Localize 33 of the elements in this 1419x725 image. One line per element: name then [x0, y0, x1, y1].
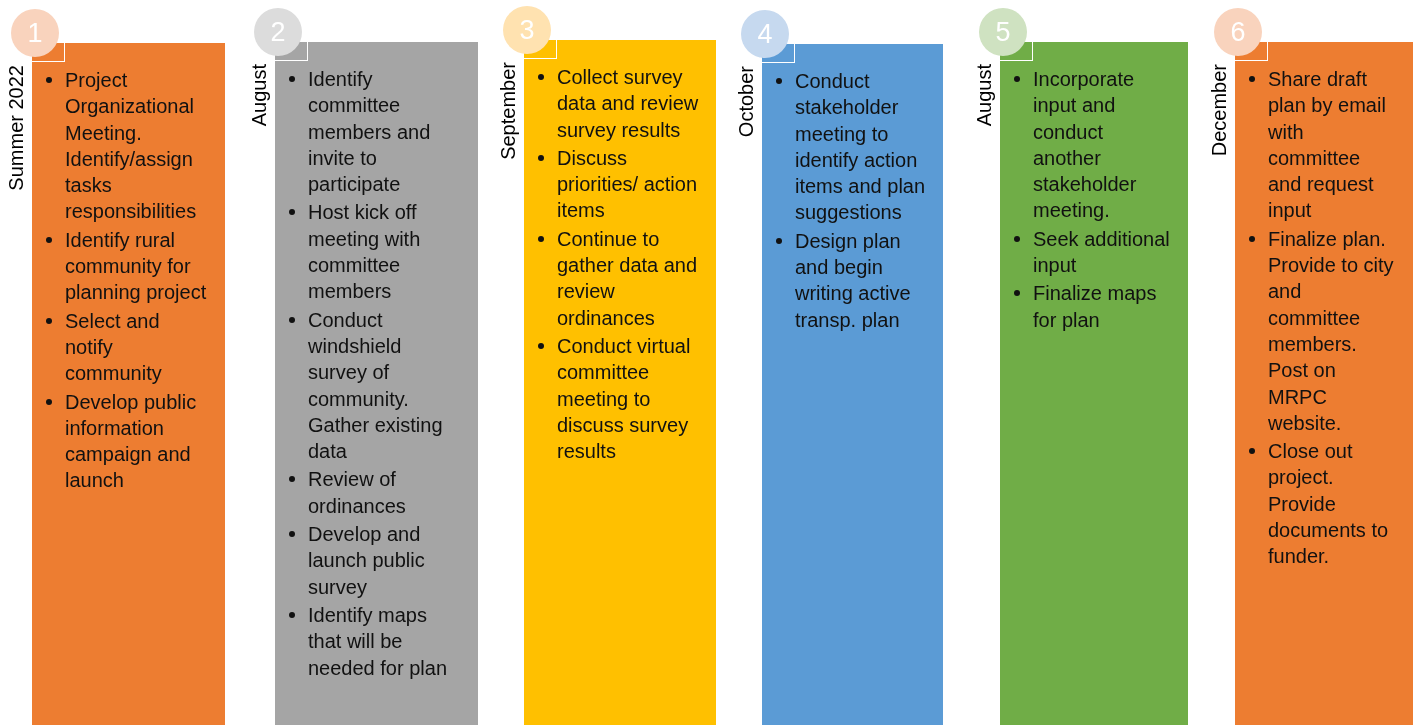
month-label: October [735, 66, 758, 138]
month-label: Summer 2022 [5, 65, 28, 191]
step-number-circle: 3 [503, 6, 551, 54]
bullet-item: Finalize plan. Provide to city and committee members. Post on MRPC website. [1268, 227, 1394, 434]
month-label: September [497, 62, 520, 160]
bullet-item: Project Organizational Meeting. Identify/assign tasks responsibilities [65, 69, 197, 223]
bullet-item: Develop and launch public survey [308, 523, 425, 598]
bullet-item: Discuss priorities/ action items [557, 146, 698, 222]
step-number-circle: 6 [1214, 8, 1262, 56]
bullet-item: Identify maps that will be needed for plan [308, 603, 447, 679]
bullet-item: Share draft plan by email with committee and request input [1268, 68, 1386, 222]
bullet-item: Develop public information campaign and launch [65, 390, 197, 492]
bullet-item: Seek additional input [1033, 227, 1170, 277]
bullet-item: Close out project. Provide documents to funder. [1268, 440, 1389, 568]
month-label: December [1208, 64, 1231, 157]
bullet-item: Conduct virtual committee meeting to discuss survey results [557, 334, 691, 463]
step-number-circle: 5 [979, 8, 1027, 56]
bullet-item: Review of ordinances [308, 468, 406, 517]
step-number-circle: 4 [741, 10, 789, 58]
bullet-item: Host kick off meeting with committee members [308, 201, 421, 303]
bullet-item: Design plan and begin writing active transp. plan [795, 229, 911, 331]
bullet-item: Conduct stakeholder meeting to identify action items and plan suggestions [795, 70, 926, 224]
bullet-item: Select and notify community [65, 309, 162, 385]
step-number-circle: 1 [11, 9, 59, 57]
bullet-item: Conduct windshield survey of community. Gather existing data [308, 308, 443, 463]
bullet-item: Identify committee members and invite to participate [308, 68, 431, 196]
bullet-item: Incorporate input and conduct another stakeholder meeting. [1033, 68, 1137, 222]
bullet-item: Identify rural community for planning project [65, 228, 207, 304]
month-label: August [973, 64, 996, 127]
bullet-item: Collect survey data and review survey results [557, 66, 699, 141]
month-label: August [248, 64, 271, 127]
bullet-item: Continue to gather data and review ordinances [557, 227, 698, 329]
bullet-item: Finalize maps for plan [1033, 282, 1157, 331]
